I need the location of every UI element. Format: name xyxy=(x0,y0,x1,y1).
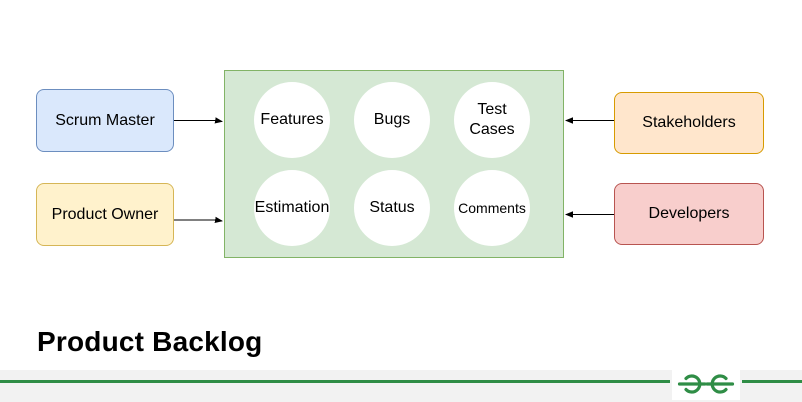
footer-line-left xyxy=(0,380,670,383)
logo-container xyxy=(672,368,740,400)
backlog-item-features: Features xyxy=(254,82,330,158)
stakeholders-node: Stakeholders xyxy=(614,92,764,154)
edge-scrum-master-to-backlog xyxy=(174,117,223,124)
product-owner-node: Product Owner xyxy=(36,183,174,246)
scrum-master-node: Scrum Master xyxy=(36,89,174,152)
backlog-item-estimation: Estimation xyxy=(254,170,330,246)
footer-band xyxy=(0,370,802,402)
developers-node: Developers xyxy=(614,183,764,245)
page-title: Product Backlog xyxy=(37,326,263,357)
backlog-item-test-cases-label: Test Cases xyxy=(469,101,515,138)
backlog-item-comments: Comments xyxy=(454,170,530,246)
backlog-item-status: Status xyxy=(354,170,430,246)
edge-product-owner-to-backlog xyxy=(174,216,223,224)
backlog-item-bugs: Bugs xyxy=(354,82,430,158)
backlog-item-test-cases: Test Cases xyxy=(454,82,530,158)
footer-line-right xyxy=(742,380,802,383)
gfg-logo-icon xyxy=(677,374,735,394)
